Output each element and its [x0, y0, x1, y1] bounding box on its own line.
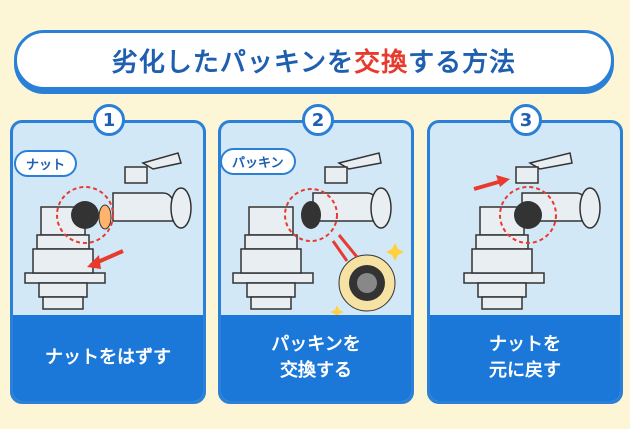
title-text-before: 劣化したパッキンを [111, 47, 355, 78]
step-panel-1: ナットをはずす [10, 120, 206, 404]
step-panel-2: パッキンを 交換する [218, 120, 414, 404]
step-panel-3: ナットを 元に戻す [427, 120, 623, 404]
faucet-illustration-3 [463, 152, 601, 310]
step-caption-1: ナットをはずす [13, 315, 203, 401]
step-caption-3: ナットを 元に戻す [430, 315, 620, 401]
nut-label: ナット [14, 150, 78, 177]
faucet-illustration-1 [24, 152, 192, 310]
step-number-1: 1 [93, 104, 125, 136]
step-number-2: 2 [302, 104, 334, 136]
step-caption-2: パッキンを 交換する [221, 315, 411, 401]
step-number-3: 3 [510, 104, 542, 136]
page-title: 劣化したパッキンを交換する方法 [14, 30, 614, 90]
title-text-after: する方法 [408, 47, 517, 78]
faucet-illustration-2 [232, 152, 404, 319]
title-accent: 交換 [354, 47, 409, 78]
packing-label: パッキン [220, 148, 296, 175]
